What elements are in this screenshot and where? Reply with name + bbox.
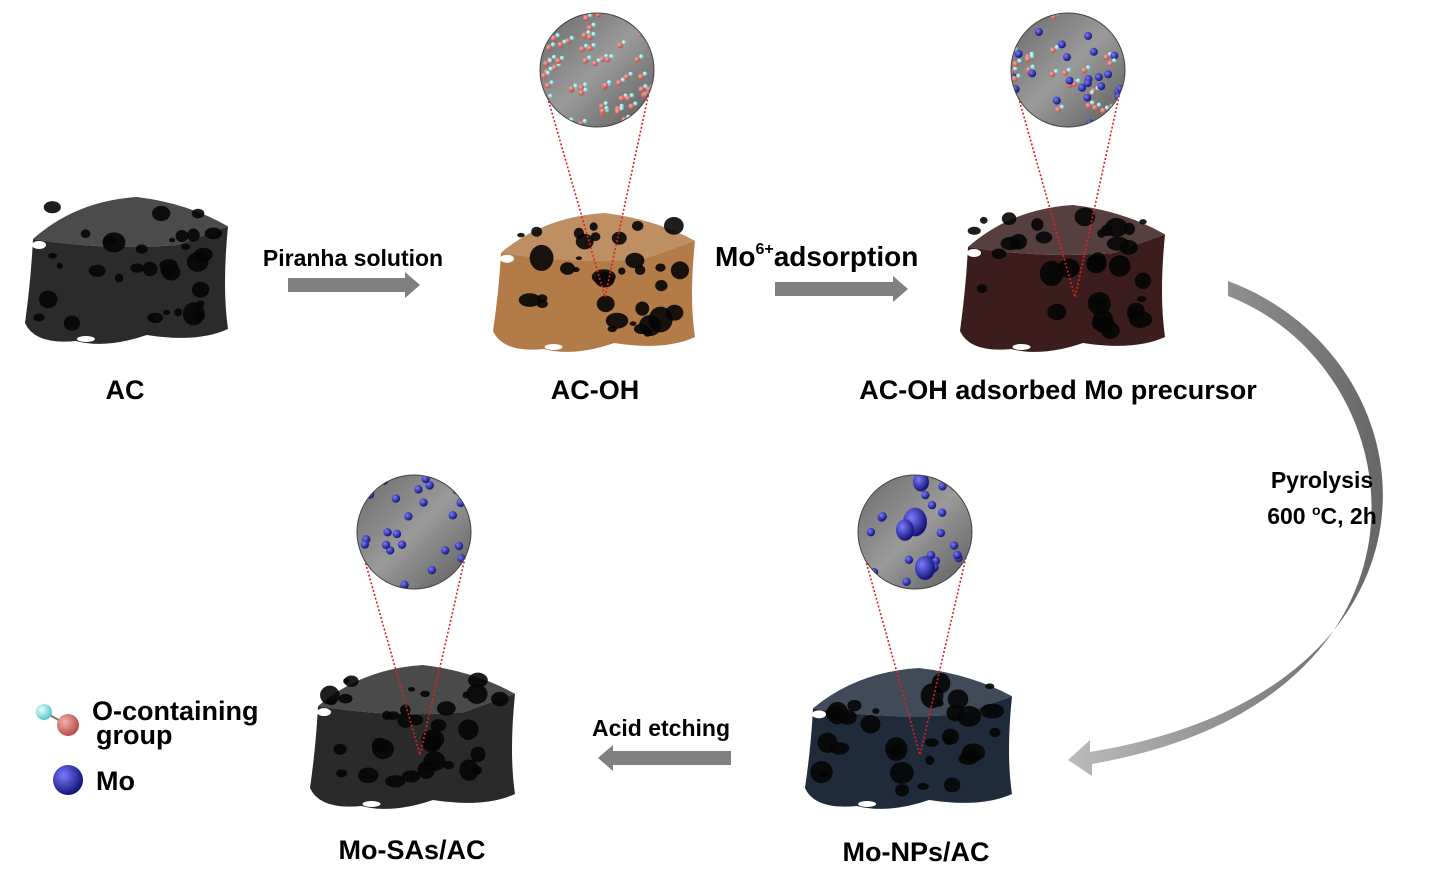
step-mo-adsorption-label: Mo6+adsorption [715, 241, 918, 272]
label-ac: AC [106, 375, 145, 405]
legend-o-group-label: O-containing [92, 696, 258, 726]
zoom-mo-nps [857, 474, 973, 756]
block-mo-nps [805, 668, 1012, 809]
label-mo-sas: Mo-SAs/AC [339, 835, 486, 865]
block-precursor [960, 205, 1165, 352]
zoom-precursor [1010, 12, 1126, 298]
arrow-acid-etching [598, 745, 731, 771]
step-piranha-label: Piranha solution [263, 245, 443, 271]
step-pyrolysis-conditions: 600 oC, 2h [1267, 502, 1377, 529]
legend-mo-label: Mo [96, 766, 135, 796]
block-ac [25, 197, 228, 344]
label-mo-nps: Mo-NPs/AC [843, 837, 990, 867]
legend-h-atom-icon [36, 704, 52, 720]
block-ac-oh [493, 213, 695, 352]
block-mo-sas [310, 665, 515, 809]
arrow-piranha [288, 272, 420, 298]
label-precursor: AC-OH adsorbed Mo precursor [859, 375, 1257, 405]
legend: O-containing group Mo [36, 696, 258, 796]
step-pyrolysis-label: Pyrolysis [1271, 467, 1373, 493]
legend-o-atom-icon [57, 714, 79, 736]
arrow-mo-adsorption [775, 276, 908, 302]
label-ac-oh: AC-OH [551, 375, 640, 405]
legend-o-group-label-2: group [96, 720, 172, 750]
zoom-mo-sas [356, 474, 472, 756]
legend-mo-atom-icon [53, 765, 83, 795]
step-acid-etching-label: Acid etching [592, 715, 730, 741]
